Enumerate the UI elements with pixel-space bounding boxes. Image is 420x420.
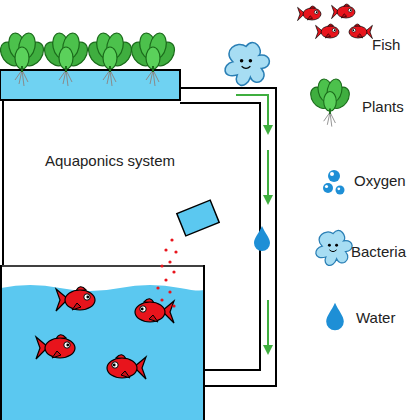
flow-arrow xyxy=(236,95,268,350)
food-pellets xyxy=(154,238,177,313)
fish-icon xyxy=(36,287,174,379)
bacteria-icon xyxy=(225,43,269,86)
legend-icon xyxy=(298,4,373,330)
food-box xyxy=(177,200,219,236)
legend-label: Bacteria xyxy=(351,243,406,261)
legend-label: Water xyxy=(356,309,395,327)
legend-label: Fish xyxy=(372,36,400,54)
fish-tank xyxy=(1,265,204,267)
water-drop xyxy=(254,226,270,251)
grow-bed xyxy=(0,70,180,100)
legend-label: Oxygen xyxy=(354,172,406,190)
system-label: Aquaponics system xyxy=(45,152,175,170)
fish-tank xyxy=(1,265,204,420)
legend-label: Plants xyxy=(362,98,404,116)
tank-water xyxy=(1,285,205,420)
plant-icon xyxy=(0,32,179,86)
